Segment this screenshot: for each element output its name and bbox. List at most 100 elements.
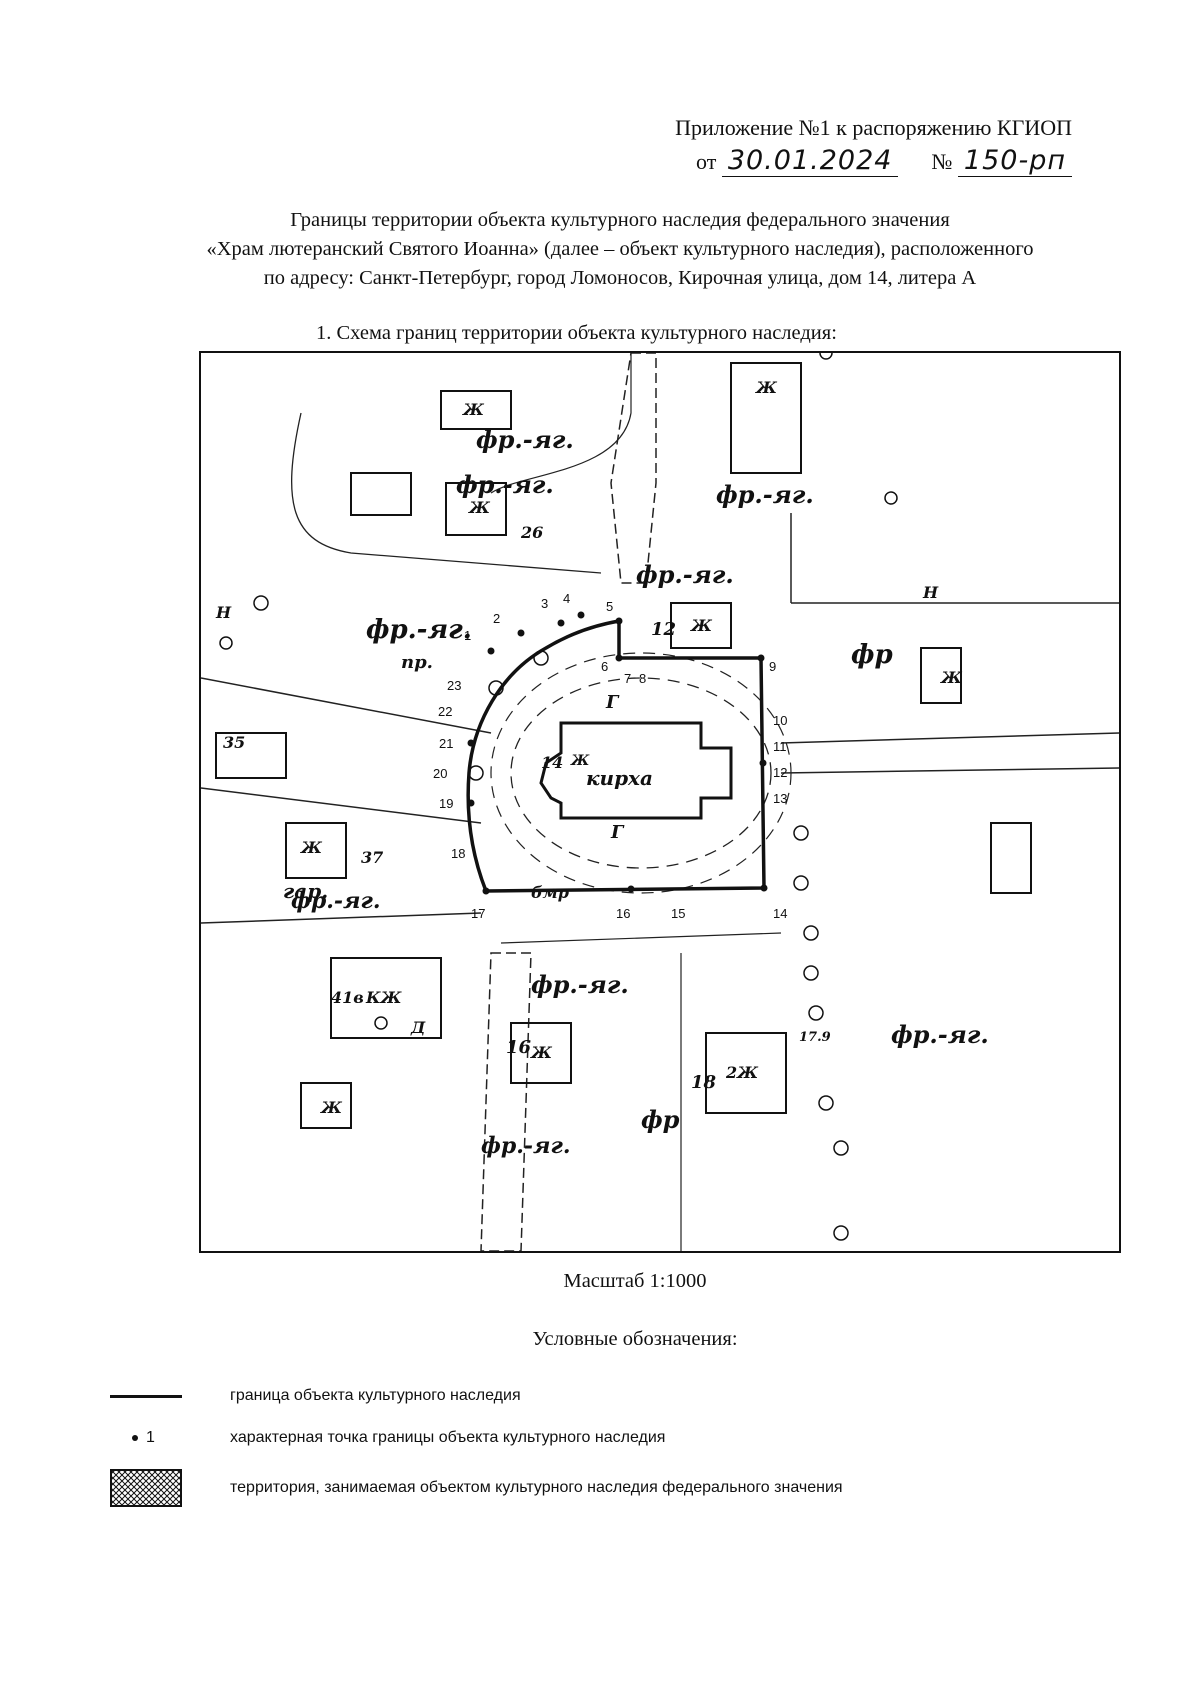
building-zh-label: Ж: [690, 616, 713, 635]
area-label: фр.-яг.: [291, 888, 381, 914]
point-number: 11: [773, 739, 787, 754]
tree-symbol: [808, 1005, 824, 1021]
boundary-point: [467, 799, 475, 807]
tree-symbol: [488, 680, 504, 696]
area-label: бмр: [531, 883, 569, 902]
house-number: 37: [361, 848, 383, 867]
house-number: 14: [541, 753, 563, 772]
point-number: 8: [639, 671, 646, 686]
point-number: 13: [773, 791, 787, 806]
boundary-point: [482, 887, 490, 895]
tree-symbol: [819, 353, 833, 360]
order-date: 30.01.2024: [721, 145, 899, 177]
building: [350, 472, 412, 516]
boundary-point: [557, 619, 565, 627]
point-number: 3: [541, 596, 548, 611]
legend-text: территория, занимаемая объектом культурн…: [230, 1479, 843, 1496]
legend-row-point: 1 характерная точка границы объекта куль…: [110, 1418, 1010, 1458]
boundary-line-symbol: [110, 1376, 190, 1416]
house-number: 26: [520, 523, 543, 542]
area-label: фр.-яг.: [531, 970, 629, 999]
building: [705, 1032, 787, 1114]
boundary-point: [487, 647, 495, 655]
map-drawing: кирха Ж 1 2 3 4 5 6 7 8: [201, 353, 1119, 1251]
house-number: 16: [506, 1037, 532, 1058]
building-kzh-label: КЖ: [365, 988, 403, 1007]
boundary-point: [467, 739, 475, 747]
tree-symbol: [253, 595, 269, 611]
building: [990, 822, 1032, 894]
house-number: 35: [223, 733, 245, 752]
point-number: 7: [624, 671, 631, 686]
building-zh-label: Ж: [462, 400, 485, 419]
title-line-3: по адресу: Санкт-Петербург, город Ломоно…: [263, 267, 977, 289]
map-scale: Масштаб 1:1000: [563, 1270, 707, 1292]
boundary-point: [760, 884, 768, 892]
area-label: фр.-яг.: [481, 1133, 571, 1159]
building-zh-label: Ж: [468, 498, 491, 517]
tree-symbol: [468, 765, 484, 781]
street-edge: [780, 767, 1119, 774]
heritage-boundary: [466, 618, 766, 893]
point-number: 19: [439, 796, 453, 811]
dashed-ring: [490, 652, 792, 894]
building-dzh-label: 2Ж: [725, 1063, 759, 1082]
street-edge: [201, 677, 492, 734]
tree-symbol: [374, 1016, 388, 1030]
area-label: фр.-яг.: [636, 560, 734, 589]
point-number: 23: [447, 678, 461, 693]
building: [300, 1082, 352, 1129]
building: [670, 602, 732, 649]
point-number: 15: [671, 906, 685, 921]
boundary-points: [467, 611, 768, 895]
area-label: фр.-яг.: [366, 615, 472, 645]
area-label: гар.: [283, 879, 328, 903]
tree-symbol: [833, 1225, 849, 1241]
scheme-heading: 1. Схема границ территории объекта культ…: [316, 322, 837, 344]
title-line-2: «Храм лютеранский Святого Иоанна» (далее…: [206, 238, 1034, 260]
tree-symbol: [833, 1140, 849, 1156]
area-label: Г: [610, 822, 625, 843]
area-label: фр.-яг.: [891, 1020, 989, 1049]
building: [285, 822, 347, 879]
building: [730, 362, 802, 474]
building-d-label: Д: [410, 1018, 426, 1037]
area-label: фр: [851, 640, 893, 670]
elevation-mark: 17.9: [799, 1030, 831, 1045]
street-edge: [201, 912, 482, 924]
boundary-point: [759, 759, 767, 767]
building-zh-label: Ж: [530, 1043, 553, 1062]
territory-hatch-symbol: [110, 1468, 190, 1508]
tree-symbol: [219, 636, 233, 650]
boundary-map: кирха Ж 1 2 3 4 5 6 7 8: [199, 351, 1121, 1253]
point-number: 1: [464, 628, 471, 643]
boundary-point-symbol: 1: [110, 1418, 190, 1458]
legend-text: граница объекта культурного наследия: [230, 1387, 521, 1404]
order-number: 150-рп: [957, 145, 1072, 177]
point-number: 12: [773, 765, 787, 780]
boundary-point: [615, 654, 623, 662]
area-label: фр.-яг.: [456, 470, 554, 499]
street-south: [480, 952, 532, 1251]
point-number: 5: [606, 599, 613, 614]
number-label: №: [931, 149, 953, 174]
point-number: 18: [451, 846, 465, 861]
title-line-1: Границы территории объекта культурного н…: [290, 209, 950, 231]
building: [440, 390, 512, 430]
area-label: фр.-яг.: [476, 425, 574, 454]
tree-symbol: [803, 925, 819, 941]
tree-symbol: [533, 650, 549, 666]
document-title: Границы территории объекта культурного н…: [0, 206, 1200, 293]
point-number: 9: [769, 659, 776, 674]
building: [330, 957, 442, 1039]
building: [445, 482, 507, 536]
building-zh-label: Ж: [320, 1098, 343, 1117]
annex-title: Приложение №1 к распоряжению КГИОП: [675, 115, 1072, 140]
yard-curve: [291, 412, 602, 574]
legend-heading: Условные обозначения:: [532, 1328, 738, 1350]
point-symbol-label: 1: [146, 1429, 155, 1446]
house-number: 41в: [331, 988, 364, 1007]
legend-row-territory: территория, занимаемая объектом культурн…: [110, 1468, 1010, 1508]
crosshatch-swatch: [110, 1469, 182, 1507]
boundary-point: [757, 654, 765, 662]
